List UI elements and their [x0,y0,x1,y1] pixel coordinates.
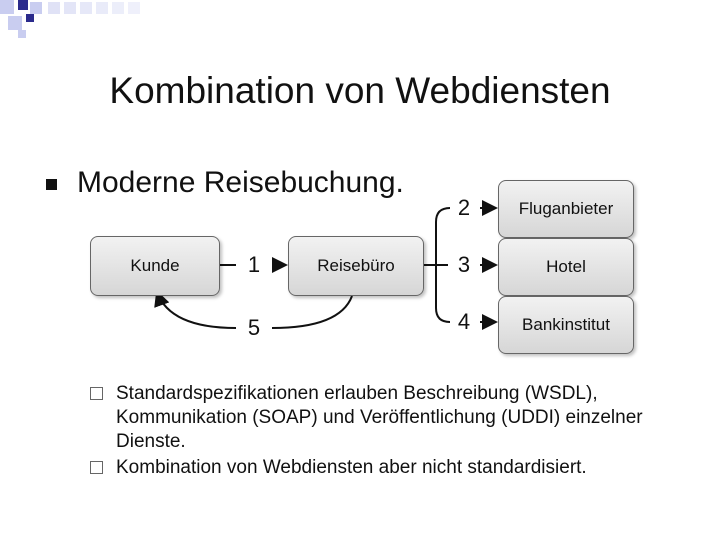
box-fluganbieter: Fluganbieter [498,180,634,238]
step-number-1: 1 [247,252,261,277]
step-number-2: 2 [457,195,471,220]
sub-bullet-list: Standardspezifikationen erlauben Beschre… [90,382,690,482]
checkbox-bullet-icon [90,461,103,474]
sub-bullet: Kombination von Webdiensten aber nicht s… [90,456,690,480]
box-kunde: Kunde [90,236,220,296]
box-kunde-label: Kunde [130,256,180,275]
sub-bullet-text: Kombination von Webdiensten aber nicht s… [116,457,587,478]
sub-bullet-text: Standardspezifikationen erlauben Beschre… [116,383,643,452]
slide-title: Kombination von Webdiensten [109,70,611,111]
main-bullet: Moderne Reisebuchung. [46,166,404,200]
box-reisebuero-label: Reisebüro [317,256,395,275]
step-number-5: 5 [247,315,261,340]
box-hotel-label: Hotel [546,257,586,276]
main-bullet-text: Moderne Reisebuchung. [77,166,404,199]
checkbox-bullet-icon [90,387,103,400]
box-reisebuero: Reisebüro [288,236,424,296]
bullet-square-icon [46,178,57,190]
step-number-3: 3 [457,252,471,277]
box-bankinstitut-label: Bankinstitut [522,315,610,334]
box-hotel: Hotel [498,238,634,296]
sub-bullet: Standardspezifikationen erlauben Beschre… [90,382,690,454]
box-fluganbieter-label: Fluganbieter [518,199,614,218]
box-bankinstitut: Bankinstitut [498,296,634,354]
corner-decoration [0,0,140,38]
step-number-4: 4 [457,309,471,334]
